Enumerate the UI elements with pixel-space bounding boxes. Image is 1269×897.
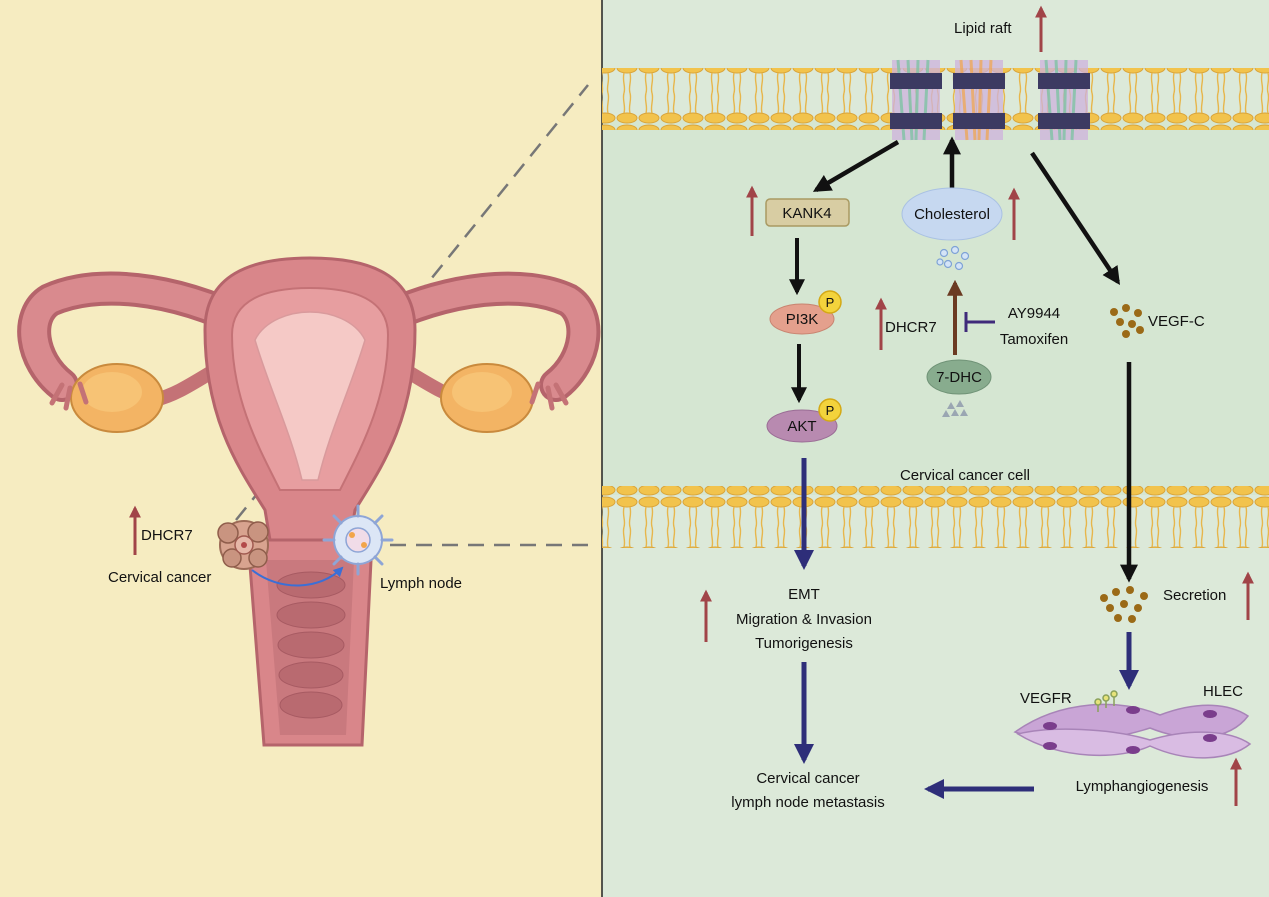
lymphangiogenesis-label: Lymphangiogenesis [1076,778,1209,795]
lymph-node [322,504,394,576]
secreted-vegfc-dots-icon [1100,586,1148,623]
lipid-raft-label: Lipid raft [954,20,1012,37]
vegfr-receptor-icon [1094,690,1118,712]
metastasis-label-line1: Cervical cancer [756,770,859,787]
raft-to-vegfc-arrow [1030,151,1120,285]
secretion-label: Secretion [1163,587,1226,604]
cholesterol-label: Cholesterol [914,206,990,223]
migration-label: Migration & Invasion [736,611,872,628]
kank4-box [765,198,850,227]
akt-node [766,409,838,443]
dhcr7-label-left: DHCR7 [141,527,193,544]
kank4-label: KANK4 [782,205,831,222]
metastasis-curve-arrow [251,566,344,587]
pi3k-phospho-label: P [826,295,835,310]
vegfc-dots-icon [1110,304,1144,338]
7dhc-node [926,359,992,395]
7dhc-label: 7-DHC [936,369,982,386]
tamoxifen-label: Tamoxifen [1000,331,1068,348]
tumor [217,520,269,570]
akt-label: AKT [787,418,816,435]
emt-label: EMT [788,586,820,603]
cell-label: Cervical cancer cell [900,467,1030,484]
cytoplasm-region [602,120,1269,495]
metastasis-label-line2: lymph node metastasis [731,794,884,811]
cholesterol-node [901,187,1003,241]
pi3k-label: PI3K [786,311,819,328]
plasma-membrane-bottom [602,486,1269,548]
pi3k-node [769,303,835,335]
cholesterol-molecules-icon [936,245,970,271]
tumorigenesis-label: Tumorigenesis [755,635,853,652]
vegfr-label: VEGFR [1020,690,1072,707]
vegfc-label: VEGF-C [1148,313,1205,330]
lymph-node-label: Lymph node [380,575,462,592]
hlec-label: HLEC [1203,683,1243,700]
pi3k-phospho-icon [818,290,842,314]
ay9944-label: AY9944 [1008,305,1060,322]
dhcr7-label: DHCR7 [885,319,937,336]
raft-to-kank4-arrow [812,140,900,192]
cervical-cancer-label: Cervical cancer [108,569,211,586]
uterus-illustration [17,256,601,747]
7dhc-molecules-icon [942,400,968,417]
hlec-cells [1013,703,1252,759]
lipid-raft-proteins [890,59,1090,141]
akt-phospho-icon [818,398,842,422]
akt-phospho-label: P [826,403,835,418]
